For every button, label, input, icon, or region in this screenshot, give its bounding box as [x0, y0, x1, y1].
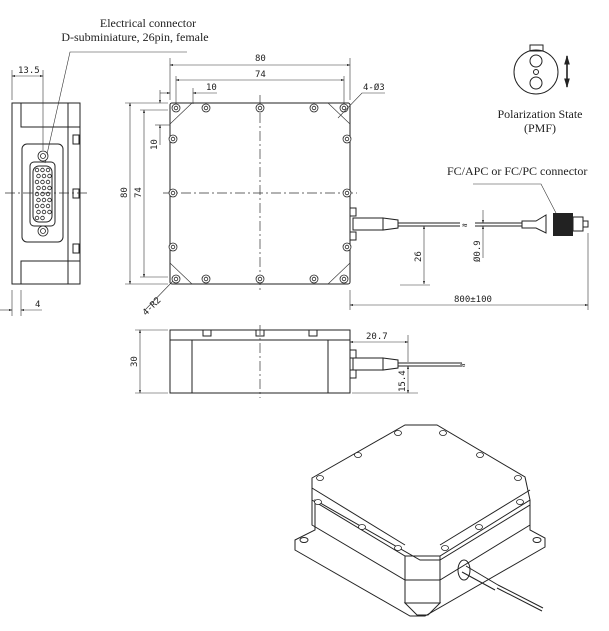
dsub-pin	[40, 179, 45, 185]
dsub-pin	[47, 209, 52, 215]
fiber-connector-label: FC/APC or FC/PC connector	[447, 164, 587, 178]
dsub-pin	[41, 185, 47, 191]
polarization-pmf: (PMF)	[524, 121, 556, 135]
dim-corner-radius: 4-R2	[141, 296, 163, 318]
dim-hole-offset-v: 10	[150, 139, 160, 150]
dsub-pin	[45, 167, 51, 173]
dim-width-80: 80	[255, 54, 266, 64]
screw-icon	[514, 475, 522, 481]
screw-icon	[516, 499, 524, 505]
screw-icon	[358, 524, 366, 530]
dsub-pin	[41, 209, 47, 215]
dsub-pin	[34, 203, 40, 209]
screw-icon	[314, 499, 322, 505]
screw-icon	[476, 452, 484, 458]
screw-icon	[475, 524, 483, 530]
dim-holes: 4-Ø3	[363, 82, 385, 93]
dsub-pin	[41, 173, 47, 179]
dim-hole-offset-h: 10	[206, 83, 217, 93]
top-view: 80 74 10 80 74 10 4-Ø3 4-R2	[120, 54, 385, 318]
dim-boot-length: 20.7	[366, 332, 388, 342]
dim-height-74: 74	[134, 187, 144, 198]
screw-icon	[316, 475, 324, 481]
screw-icon	[394, 430, 402, 436]
screw-icon	[354, 452, 362, 458]
isometric-view	[294, 424, 546, 617]
dsub-pin	[40, 167, 45, 173]
dsub-pins	[34, 167, 52, 221]
dsub-pin	[45, 203, 51, 209]
dim-fiber-diameter: Ø0.9	[472, 240, 483, 262]
dim-13-5: 13.5	[18, 66, 40, 76]
polarization-label: Polarization State	[498, 107, 583, 121]
dim-fiber-height: 26	[414, 251, 424, 262]
front-view: ≈ 30 20.7 15.4	[130, 325, 466, 398]
screw-icon	[441, 545, 449, 551]
dsub-pin	[36, 209, 41, 215]
dsub-pin	[41, 197, 47, 203]
dsub-pin	[36, 197, 41, 203]
dim-fiber-length: 800±100	[454, 295, 492, 305]
polarization-state-icon: Polarization State (PMF)	[498, 44, 583, 135]
dim-4: 4	[35, 300, 40, 310]
dsub-pin	[40, 215, 45, 221]
screw-icon	[439, 430, 447, 436]
dim-fiber-elevation: 15.4	[398, 370, 408, 392]
connector-leader-line	[44, 51, 187, 164]
dsub-pin	[47, 173, 52, 179]
fc-connector-icon	[553, 213, 573, 236]
dsub-pin	[47, 197, 52, 203]
fiber-top: ≈ 26 Ø0.9 800±100 FC/APC or FC/PC connec…	[349, 164, 589, 310]
svg-text:≈: ≈	[460, 361, 466, 371]
electrical-connector-spec: D-subminiature, 26pin, female	[61, 30, 208, 44]
dsub-pin	[45, 179, 51, 185]
dsub-pin	[47, 185, 52, 191]
screw-icon	[394, 545, 402, 551]
dsub-pin	[34, 167, 40, 173]
dsub-pin	[40, 203, 45, 209]
svg-text:≈: ≈	[462, 221, 468, 231]
dsub-pin	[36, 185, 41, 191]
dsub-pin	[34, 215, 40, 221]
electrical-connector-label: Electrical connector	[100, 16, 196, 30]
side-view-connector: 13.5 4	[0, 66, 87, 316]
dsub-pin	[34, 179, 40, 185]
dsub-pin	[36, 173, 41, 179]
dim-height-80: 80	[120, 187, 130, 198]
dim-width-74: 74	[255, 70, 266, 80]
dim-body-height: 30	[130, 356, 140, 367]
